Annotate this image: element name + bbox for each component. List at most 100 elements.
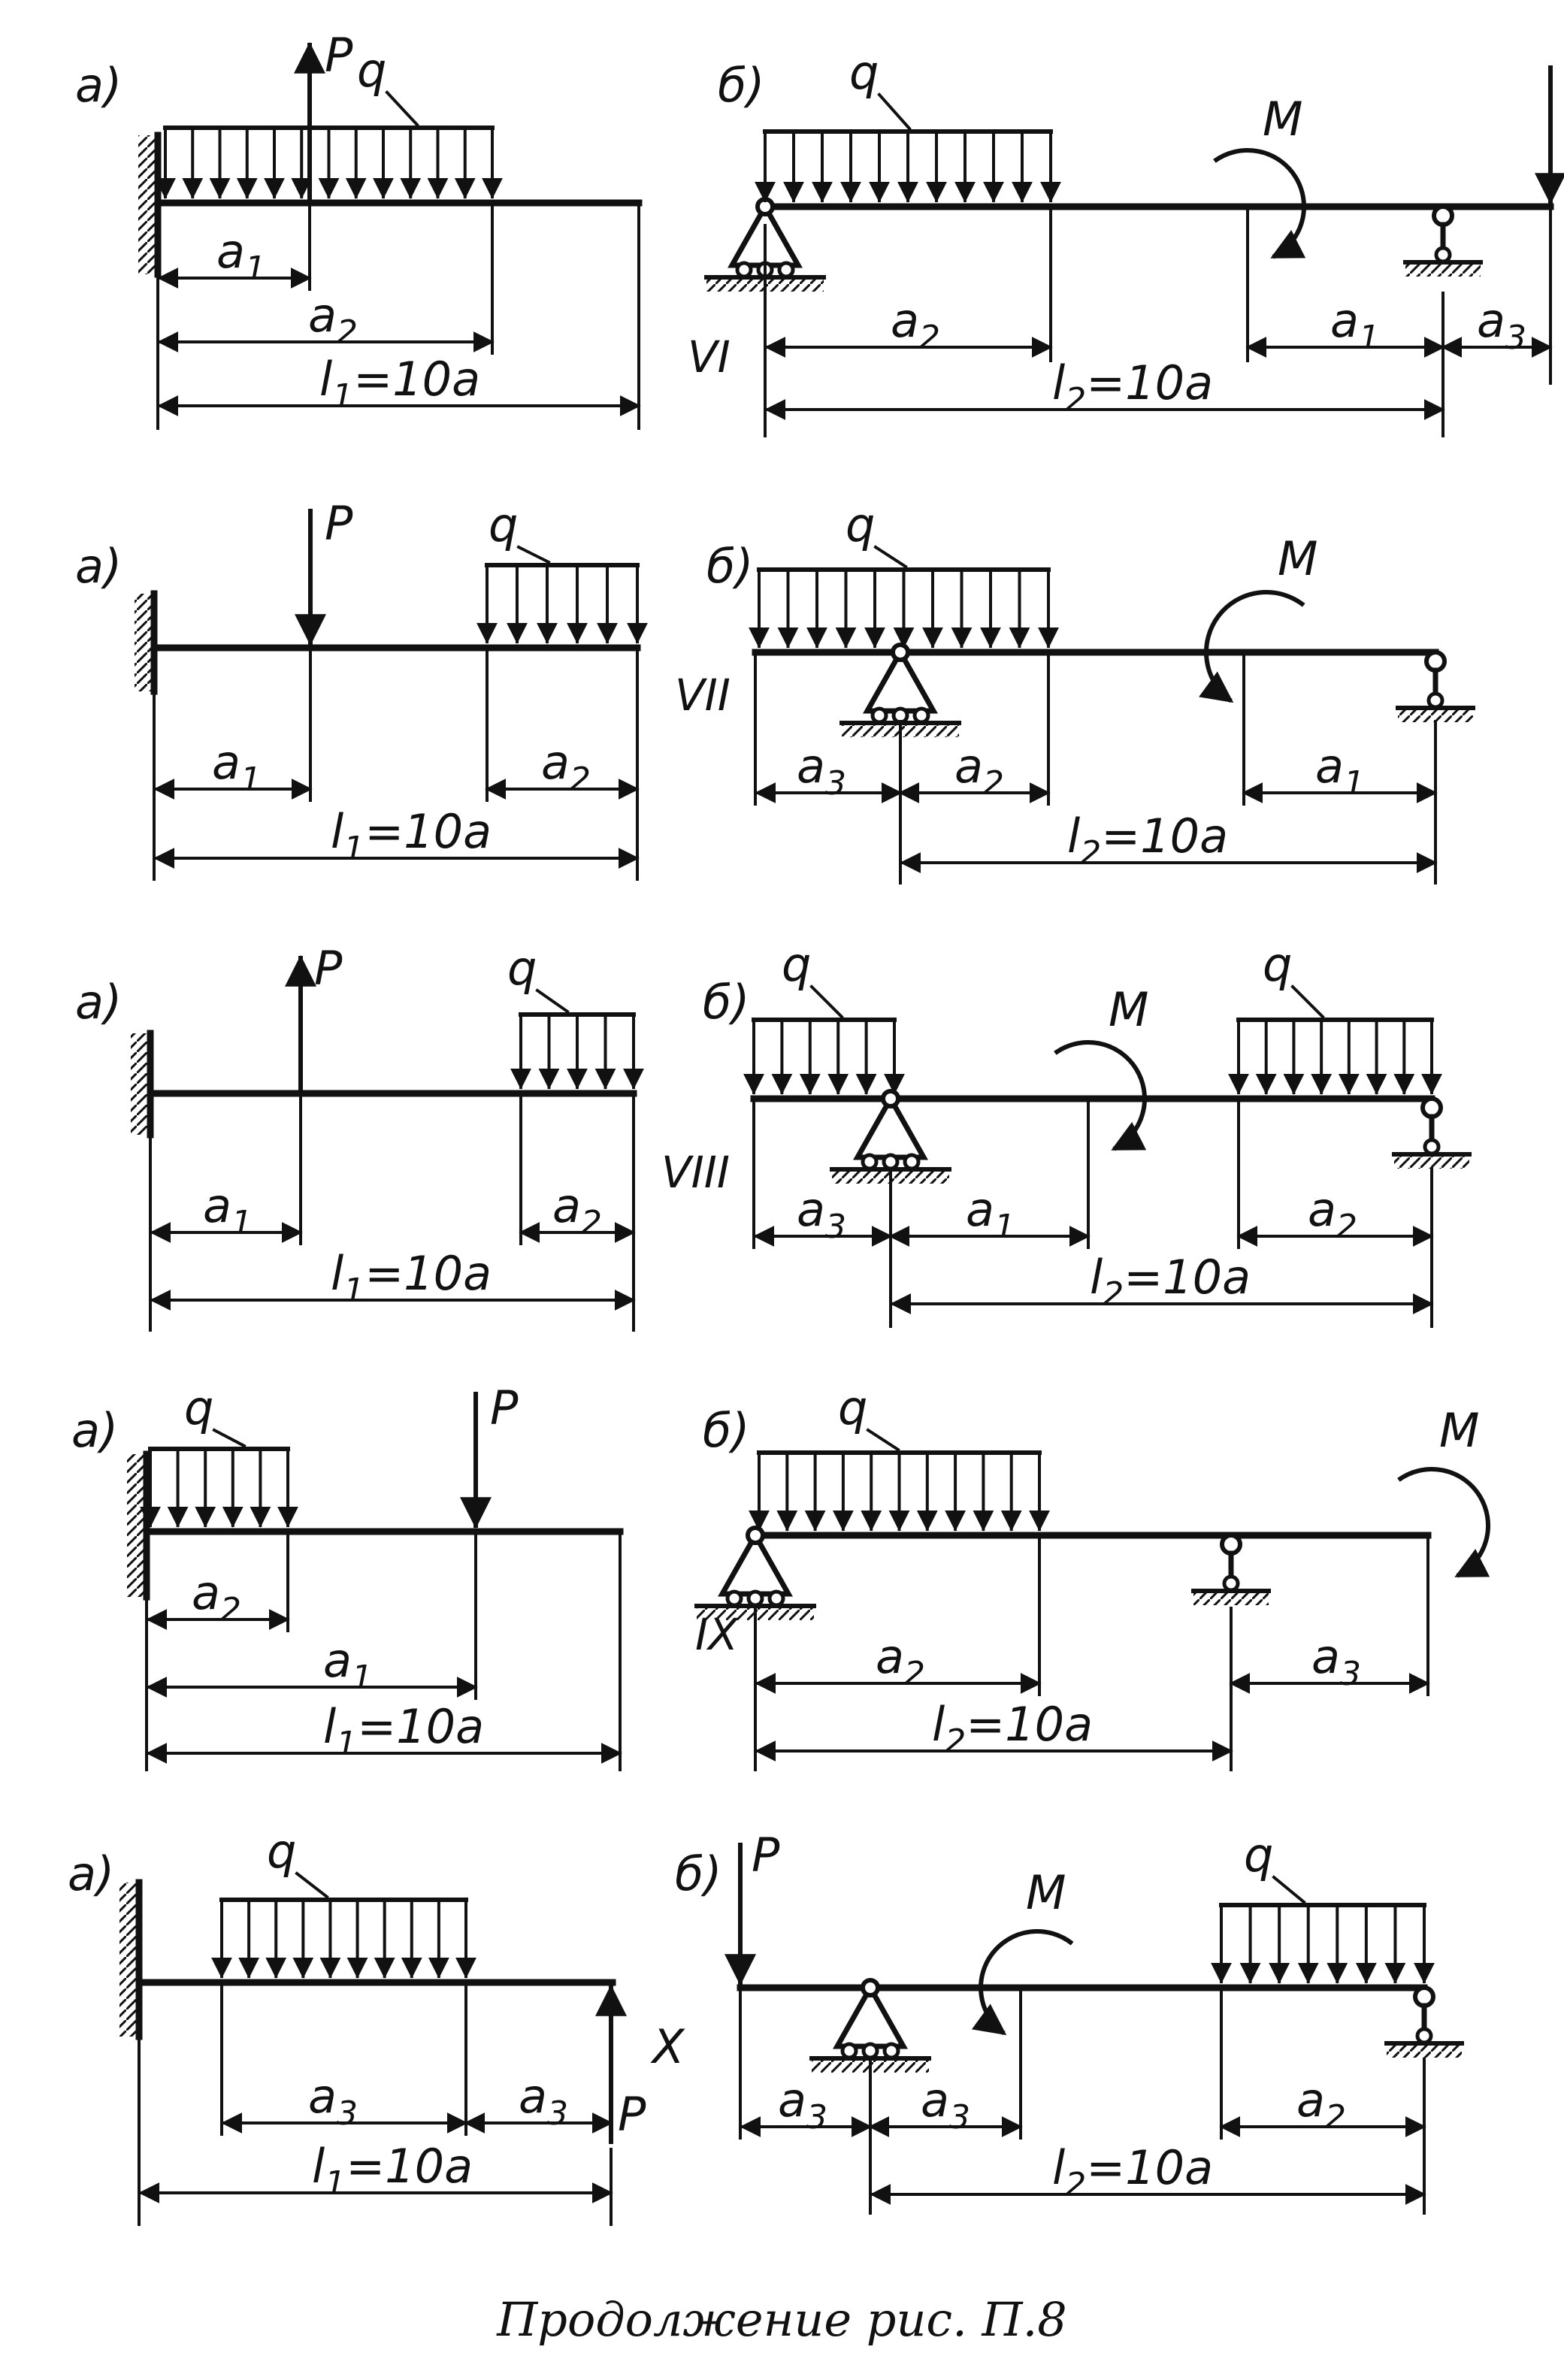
- panel-label: а): [75, 539, 122, 594]
- load-label-q: q: [838, 1381, 867, 1435]
- dimension-name: a: [1315, 739, 1344, 794]
- section-label-x: X: [650, 2019, 685, 2074]
- dimension-subscript: 2: [1336, 1208, 1357, 1246]
- dimension-suffix: =10a: [365, 1246, 492, 1301]
- dimension-label: a2: [954, 739, 1004, 803]
- roller-support-ground-hatching: [1405, 265, 1481, 277]
- dimension-subscript: 3: [825, 1208, 846, 1246]
- roller-support-ground-hatching: [1394, 1157, 1469, 1169]
- dimension-name: a: [797, 1182, 825, 1237]
- panel-label: б): [703, 1403, 749, 1458]
- pin-support-roller: [746, 1589, 764, 1607]
- dimension-label: a3: [308, 2069, 358, 2133]
- dimension-subscript: 2: [1080, 834, 1101, 872]
- load-label-q: q: [489, 497, 518, 552]
- dimension-suffix: =10a: [346, 2139, 473, 2194]
- dimension-subscript: 3: [547, 2094, 568, 2133]
- dimension-label: a3: [778, 2073, 827, 2137]
- dimension-name: l: [331, 1246, 343, 1301]
- dimension-name: l: [1052, 2140, 1065, 2195]
- distributed-load-leader: [535, 988, 570, 1014]
- panel-label: а): [71, 1403, 118, 1458]
- dimension-name: l: [1067, 809, 1080, 863]
- force-label-p: P: [325, 496, 353, 551]
- dimension-name: a: [1308, 1182, 1336, 1237]
- distributed-load-leader: [385, 90, 419, 127]
- pin-support-roller: [777, 261, 795, 279]
- distributed-load-leader: [877, 92, 912, 131]
- dimension-label: a3: [1477, 293, 1526, 357]
- panel-label: б): [718, 58, 764, 113]
- dimension-subscript: 1: [343, 830, 365, 868]
- dimension-subscript: 1: [994, 1208, 1015, 1246]
- pin-support-roller: [735, 261, 753, 279]
- roller-support-pin: [1222, 1574, 1240, 1592]
- dimension-suffix: =10a: [353, 352, 480, 407]
- dimension-label: a2: [192, 1565, 241, 1629]
- dimension-suffix: =10a: [1124, 1250, 1251, 1305]
- variant-number: VI: [688, 331, 731, 383]
- dimension-subscript: 1: [1344, 764, 1365, 803]
- dimension-label: l2=10a: [1052, 2140, 1213, 2204]
- load-label-q: q: [507, 941, 537, 996]
- distributed-load-leader: [295, 1871, 329, 1899]
- dimension-name: a: [1296, 2073, 1325, 2127]
- dimension-subscript: 3: [337, 2094, 358, 2133]
- dimension-name: a: [323, 1633, 352, 1688]
- dimension-name: a: [954, 739, 983, 794]
- dimension-subscript: 2: [904, 1655, 925, 1693]
- dimension-subscript: 2: [220, 1591, 241, 1629]
- roller-support-pin: [1434, 246, 1452, 264]
- dimension-label: a3: [921, 2073, 970, 2137]
- dimension-name: a: [308, 2069, 337, 2124]
- distributed-load-leader: [873, 545, 908, 569]
- dimension-subscript: 3: [806, 2098, 827, 2137]
- panel-label: б): [675, 1846, 721, 1901]
- dimension-name: a: [552, 1178, 581, 1233]
- dimension-label: a2: [552, 1178, 602, 1242]
- pin-support-roller: [882, 1153, 900, 1171]
- roller-support-hinge: [1413, 1985, 1435, 2008]
- distributed-load-leader: [516, 545, 551, 564]
- dimension-subscript: 1: [231, 1204, 253, 1242]
- dimension-name: a: [876, 1629, 904, 1684]
- panel-label: а): [75, 975, 122, 1030]
- dimension-subscript: 3: [825, 764, 846, 803]
- roller-support-hinge: [1432, 204, 1454, 227]
- roller-support-hinge: [1420, 1096, 1443, 1119]
- dimension-subscript: 2: [1065, 381, 1086, 419]
- moment-arc: [1054, 1040, 1147, 1151]
- roller-support-ground-hatching: [1398, 710, 1473, 722]
- dimension-label: a1: [203, 1178, 253, 1242]
- dimension-subscript: 2: [337, 313, 358, 352]
- dimension-label: a1: [323, 1633, 373, 1697]
- dimension-label: a1: [216, 224, 266, 288]
- pin-support-roller: [882, 2042, 900, 2060]
- dimension-label: a3: [1311, 1629, 1361, 1693]
- distributed-load-leader: [1290, 984, 1325, 1019]
- roller-support-ground-hatching: [1387, 2046, 1462, 2058]
- dimension-subscript: 2: [945, 1722, 966, 1761]
- pin-support-roller: [861, 2042, 879, 2060]
- force-label-p: P: [314, 941, 343, 996]
- dimension-name: a: [212, 735, 240, 790]
- dimension-name: a: [192, 1565, 220, 1620]
- dimension-name: a: [1311, 1629, 1340, 1684]
- dimension-label: a2: [891, 293, 940, 357]
- dimension-name: l: [319, 352, 332, 407]
- dimension-suffix: =10a: [1086, 355, 1213, 410]
- roller-support-hinge: [1424, 650, 1447, 673]
- panel-label: а): [75, 58, 122, 113]
- distributed-load-leader: [1272, 1875, 1306, 1904]
- fixed-support-hatching: [131, 1033, 150, 1135]
- dimension-label: l1=10a: [323, 1699, 484, 1763]
- dimension-suffix: =10a: [1101, 809, 1228, 863]
- fixed-support-hatching: [127, 1454, 147, 1597]
- pin-support-roller: [903, 1153, 921, 1171]
- dimension-subscript: 1: [336, 1725, 357, 1763]
- dimension-subscript: 2: [581, 1204, 602, 1242]
- moment-label-m: M: [1263, 92, 1303, 147]
- dimension-name: l: [331, 804, 343, 859]
- load-label-q: q: [184, 1381, 213, 1435]
- dimension-subscript: 1: [343, 1272, 365, 1310]
